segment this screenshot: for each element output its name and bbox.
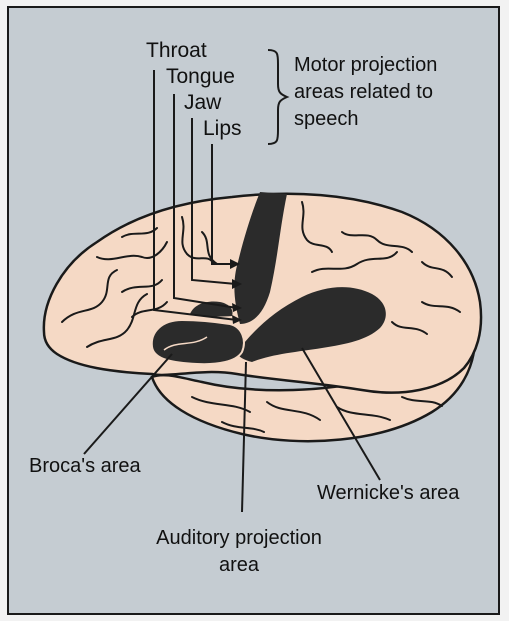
motor-label-line-2: areas related to [294, 79, 437, 106]
tongue-label: Tongue [166, 66, 235, 87]
motor-label-line-3: speech [294, 106, 437, 133]
throat-label: Throat [146, 40, 207, 61]
motor-projection-label: Motor projection areas related to speech [294, 52, 437, 133]
wernicke-label: Wernicke's area [317, 483, 459, 503]
motor-label-line-1: Motor projection [294, 52, 437, 79]
auditory-label-line-1: Auditory projection [119, 525, 359, 552]
broca-region [152, 320, 244, 364]
lips-label: Lips [203, 118, 242, 139]
broca-label: Broca's area [29, 456, 141, 476]
motor-brace [268, 50, 287, 144]
auditory-projection-label: Auditory projection area [119, 525, 359, 579]
diagram-frame: Throat Tongue Jaw Lips Motor projection … [7, 6, 500, 615]
auditory-label-line-2: area [119, 552, 359, 579]
jaw-label: Jaw [184, 92, 221, 113]
